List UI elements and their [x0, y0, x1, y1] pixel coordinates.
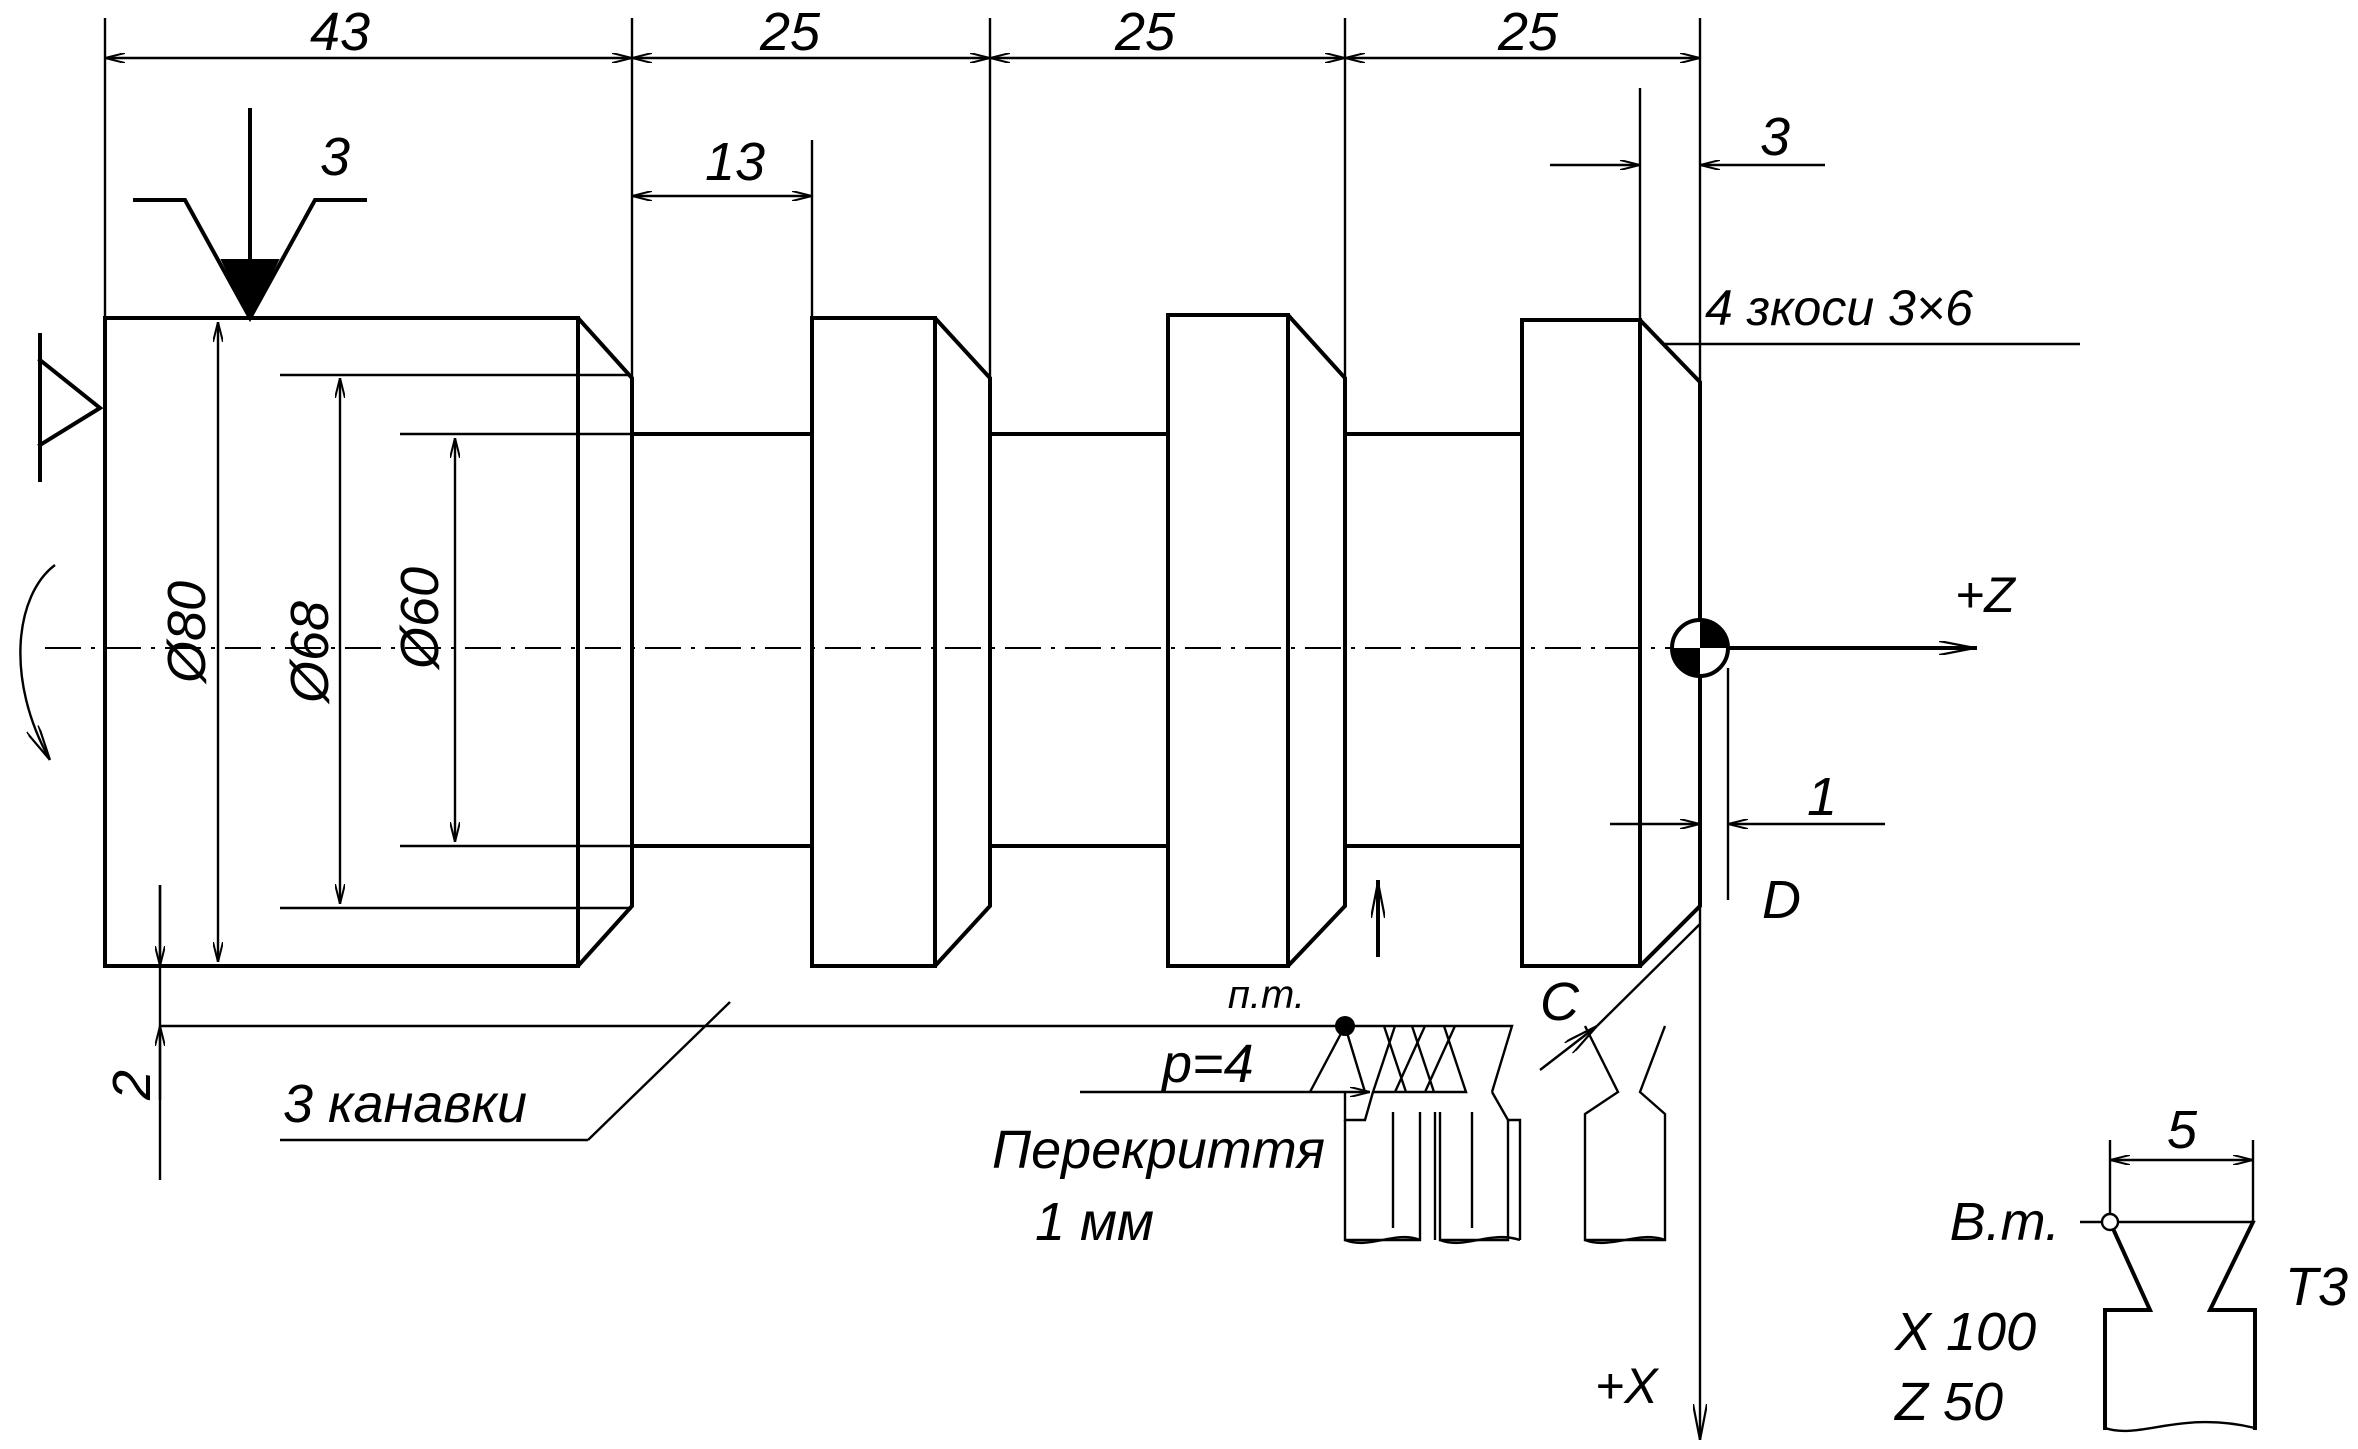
start-point-label: п.т.: [1228, 973, 1305, 1017]
point-c-label: C: [1540, 972, 1580, 1032]
axis-z-label: +Z: [1955, 567, 2016, 623]
dim-d60: Ø60: [390, 567, 450, 671]
dim-2: 2: [102, 1070, 162, 1101]
dim-d80: Ø80: [157, 581, 217, 685]
tool-t3-detail: [2080, 1140, 2257, 1433]
surface-mark-label: 3: [320, 127, 350, 187]
dim-43: 43: [310, 2, 370, 62]
dim-13: 13: [705, 132, 765, 192]
grooving-tool-positions: [1308, 1022, 1514, 1094]
tool-name-label: Т3: [2285, 1257, 2348, 1317]
tool-point-label: В.т.: [1950, 1192, 2060, 1252]
grooves-leader: [280, 1001, 731, 1142]
dim-25-c: 25: [1497, 2, 1559, 62]
overlap-label-1: Перекриття: [992, 1120, 1325, 1180]
dim-d68: Ø68: [280, 601, 340, 705]
grooves-label: 3 канавки: [283, 1074, 527, 1134]
overlap-label-2: 1 мм: [1035, 1192, 1154, 1252]
tool-coord-x: X 100: [1893, 1302, 2036, 1362]
offset-dimension-1: [1610, 668, 1885, 900]
dim-3-right: 3: [1760, 107, 1790, 167]
tool-width-label: 5: [2167, 1100, 2198, 1160]
grooving-tool-body: [1343, 1091, 1522, 1245]
base-triangle-mark: [37, 333, 104, 482]
surface-mark: [133, 108, 367, 323]
diameter-dimensions: [218, 322, 632, 962]
shaft-part: [103, 313, 1702, 968]
dim-25-b: 25: [1114, 2, 1176, 62]
top-dimensions: [103, 18, 1825, 382]
tool-coord-z: Z 50: [1893, 1372, 2003, 1432]
chamfers-label: 4 зкоси 3×6: [1705, 280, 1973, 336]
pitch-label: p=4: [1160, 1034, 1254, 1094]
chamfer-tool: [1539, 923, 1701, 1245]
point-d-label: D: [1762, 870, 1801, 930]
dim-1: 1: [1807, 767, 1837, 827]
origin-symbol: [1670, 618, 1730, 678]
axis-x-label: +X: [1595, 1358, 1659, 1414]
dim-25-a: 25: [759, 2, 821, 62]
rotation-arrow: [19, 564, 56, 760]
